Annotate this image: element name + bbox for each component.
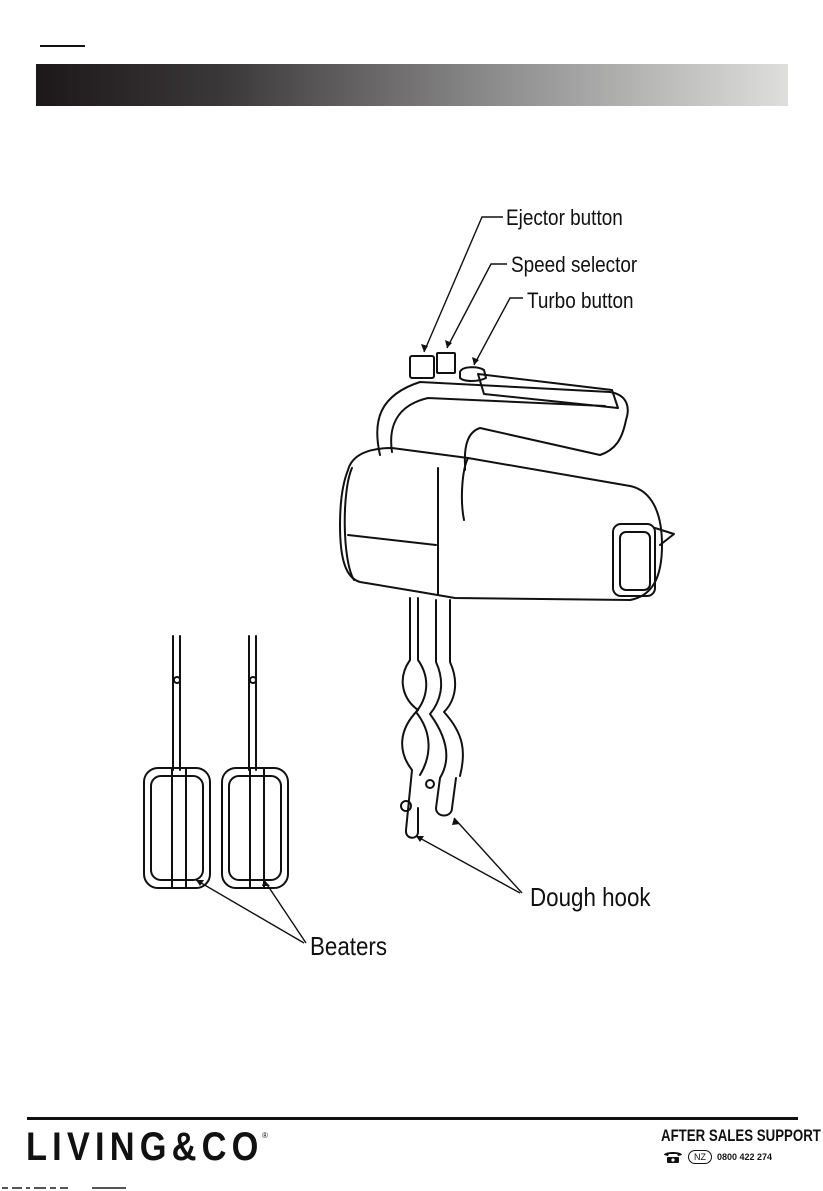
dough-hook-leader-right [454, 818, 522, 893]
beater-blade-right [222, 768, 288, 888]
dough-hook-label: Dough hook [530, 884, 651, 910]
turbo-leader [474, 298, 523, 365]
beater-stem-left [173, 636, 180, 770]
ejector-button-label: Ejector button [506, 207, 623, 229]
print-marks [0, 1186, 130, 1190]
support-phone-row: NZ 0800 422 274 [663, 1149, 772, 1165]
speed-selector-shape [437, 353, 455, 373]
after-sales-title: AFTER SALES SUPPORT [661, 1127, 821, 1144]
region-badge: NZ [688, 1150, 712, 1164]
speed-selector-label: Speed selector [511, 254, 637, 276]
registered-mark: ® [262, 1131, 268, 1140]
beaters-label: Beaters [310, 933, 387, 959]
footer-rule [27, 1117, 798, 1120]
dough-hook-leader-left [416, 836, 520, 893]
ejector-button-shape [410, 356, 434, 378]
support-phone-number: 0800 422 274 [717, 1152, 772, 1162]
beaters-leader-left [196, 880, 304, 943]
beaters-leader-right [264, 880, 306, 943]
turbo-button-label: Turbo button [527, 290, 634, 312]
telephone-icon [663, 1150, 683, 1164]
beater-stem-right [249, 636, 256, 770]
brand-logo: LIVING&CO [26, 1127, 264, 1167]
beater-blade-left [144, 768, 210, 888]
